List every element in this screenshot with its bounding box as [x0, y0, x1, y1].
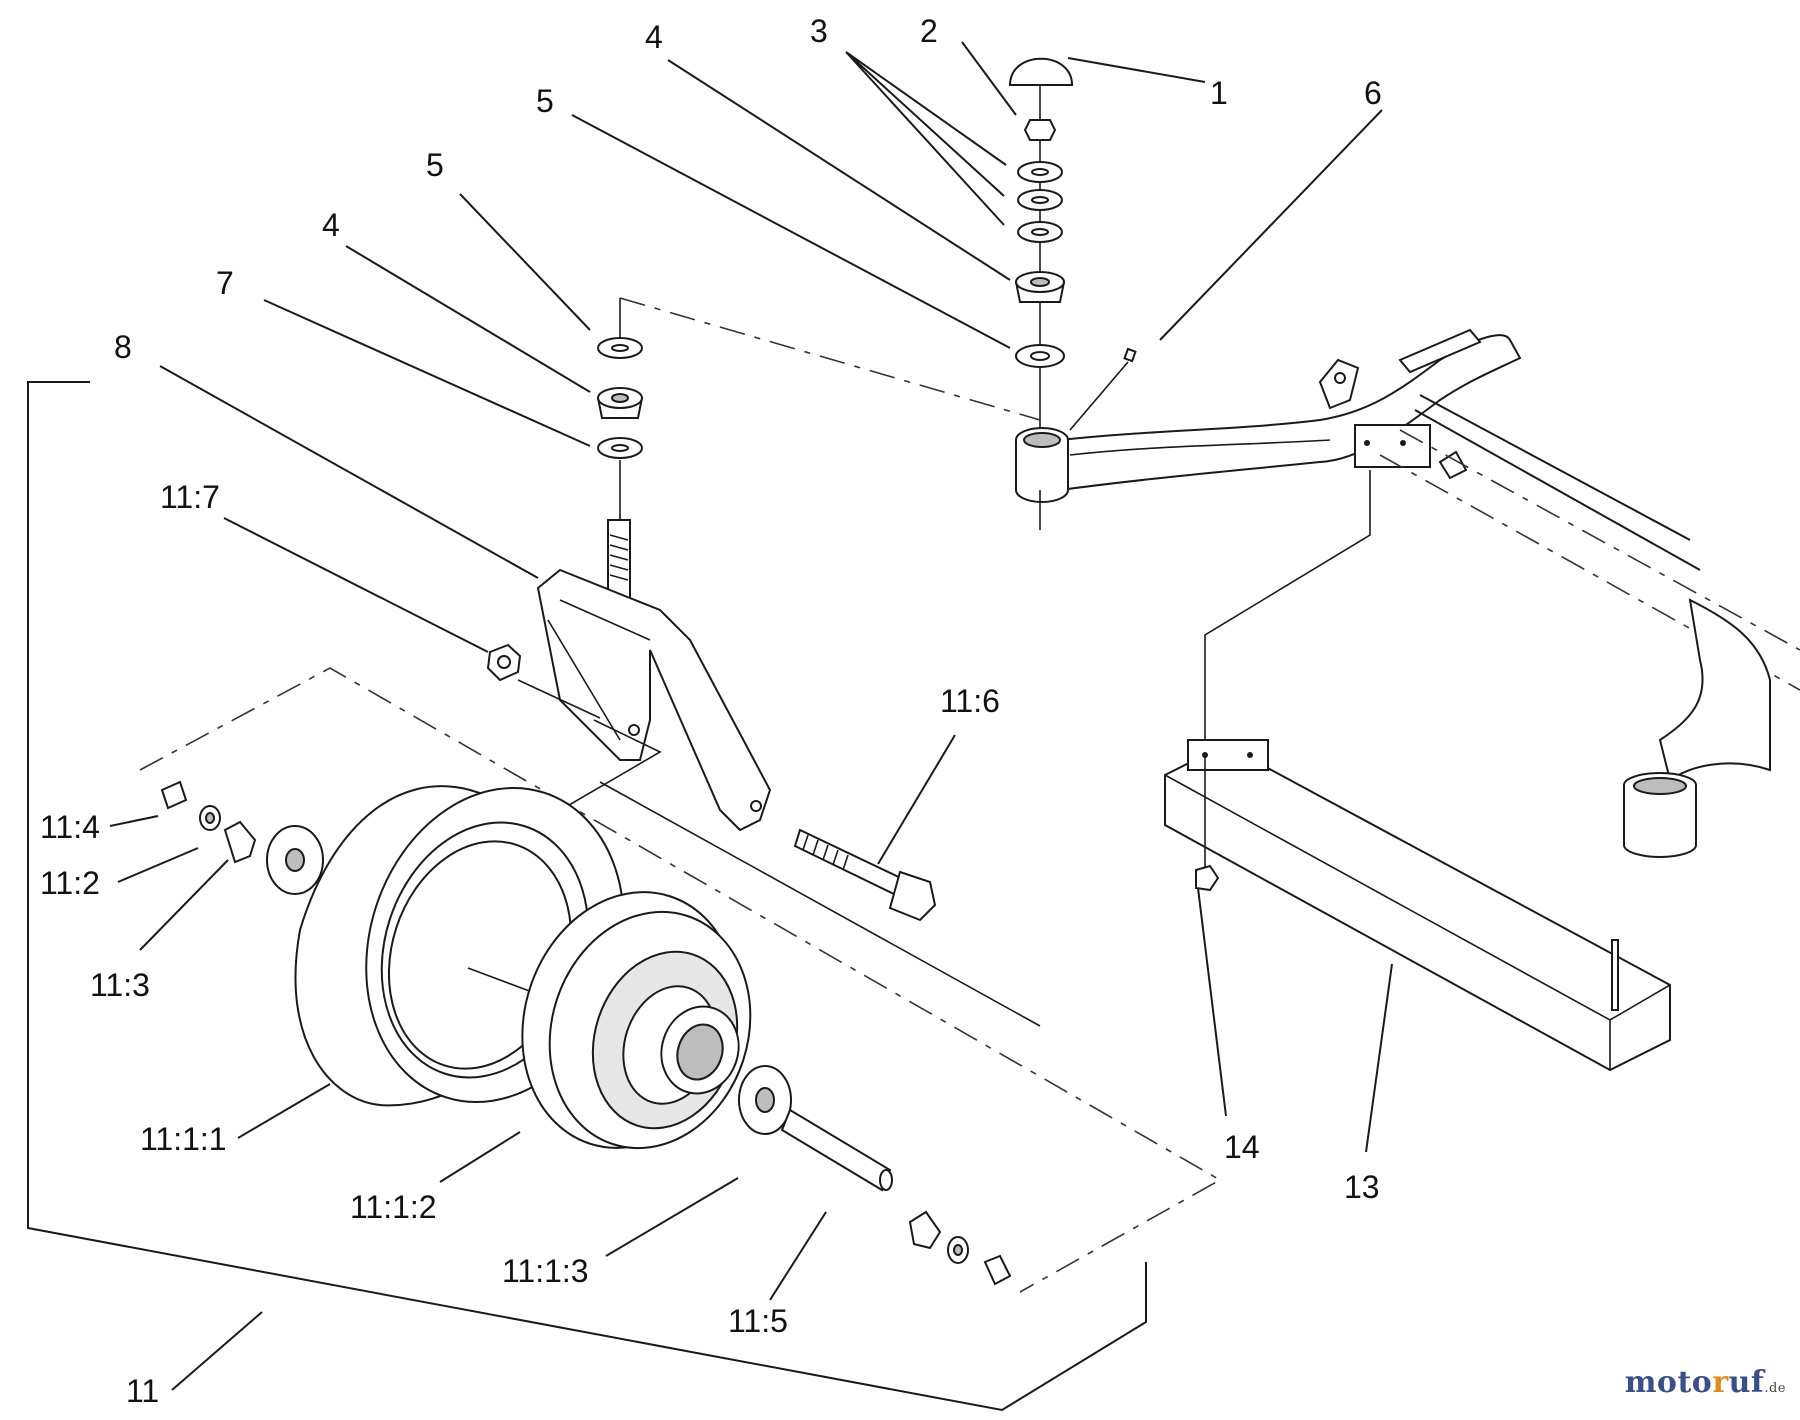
- callout-4-upper: 4: [645, 19, 663, 55]
- wheel-assembly: [139, 667, 1222, 1293]
- callout-5-upper: 5: [536, 83, 554, 119]
- watermark-part-1: moto: [1624, 1365, 1713, 1400]
- group-bracket: [27, 381, 1147, 1412]
- watermark-part-2: r: [1712, 1365, 1729, 1400]
- callout-5-lower: 5: [426, 147, 444, 183]
- watermark-part-3: uf: [1728, 1365, 1765, 1400]
- nut: [1023, 119, 1057, 141]
- axle-nut: [486, 643, 601, 719]
- callout-11-3: 11:3: [90, 967, 150, 1003]
- callout-14: 14: [1224, 1129, 1260, 1165]
- axle-bolt: [793, 828, 937, 922]
- callout-11-5: 11:5: [728, 1303, 788, 1339]
- callout-11-1-1: 11:1:1: [140, 1121, 227, 1157]
- left-hardware-stack: [596, 297, 1041, 530]
- callout-1: 1: [1210, 75, 1228, 111]
- callout-8: 8: [114, 329, 132, 365]
- leader-lines: [109, 41, 1393, 1391]
- callout-6: 6: [1364, 75, 1382, 111]
- watermark-suffix: .de: [1764, 1381, 1786, 1396]
- callout-11-1-2: 11:1:2: [350, 1189, 437, 1225]
- callout-11-6: 11:6: [940, 683, 1000, 719]
- callout-2: 2: [920, 13, 938, 49]
- callout-11-7: 11:7: [160, 479, 220, 515]
- callout-11-2: 11:2: [40, 865, 100, 901]
- dust-cap: [1008, 57, 1074, 86]
- front-beam: [1164, 470, 1671, 1072]
- right-hardware-stack: [1008, 57, 1074, 428]
- callout-4-lower: 4: [322, 207, 340, 243]
- caster-sleeve: [1015, 427, 1069, 503]
- callout-11: 11: [126, 1373, 159, 1409]
- callout-3: 3: [810, 13, 828, 49]
- caster-fork: [536, 519, 772, 832]
- callout-11-1-3: 11:1:3: [502, 1253, 589, 1289]
- callout-11-4: 11:4: [40, 809, 100, 845]
- callout-labels: 1 2 3 4 5 5 4 6 7 8 11:7 11:6 11:4 11:2 …: [40, 13, 1382, 1409]
- caster-arm-frame: [1059, 328, 1800, 858]
- callout-7: 7: [216, 265, 234, 301]
- callout-13: 13: [1344, 1169, 1380, 1205]
- watermark-logo: motoruf.de: [1625, 1365, 1786, 1400]
- grease-fitting: [1069, 347, 1137, 431]
